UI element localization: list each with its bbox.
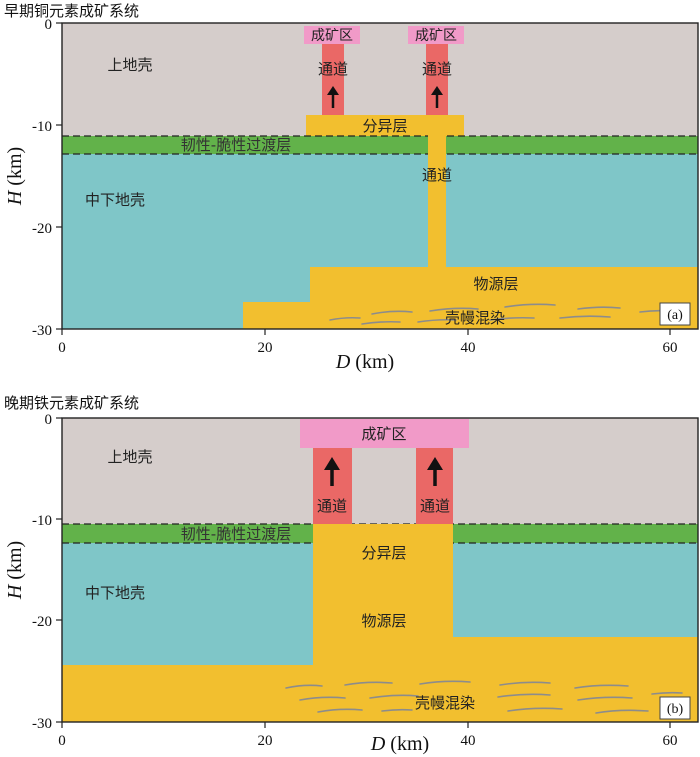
panel-a-xtick-0: 0 [58,340,66,356]
panel-b-x-axis-title: D (km) [370,733,429,755]
panel-b-arrow-right-icon [427,457,443,486]
panel-a-transition-label: 韧性-脆性过渡层 [181,136,291,154]
panel-b-ytick-3: -30 [32,716,52,732]
panel-a-source-layer [243,267,698,329]
panel-b-ore-zone [300,419,469,448]
panel-a-ytick-2: -20 [32,221,52,237]
panel-b-xtick-0: 0 [58,733,66,749]
panel-b-title: 晚期铁元素成矿系统 [4,394,139,412]
panel-b-transition-label: 韧性-脆性过渡层 [181,525,291,543]
panel-a-y-axis-title: H (km) [4,147,26,206]
panel-b-xtick-1: 20 [258,733,273,749]
panel-b-ore-zone-label: 成矿区 [361,425,406,443]
panel-a-channel-right-bar [426,42,448,115]
panel-b-tag: (b) [667,702,684,717]
panel-a-channel-middle-label: 通道 [422,166,452,184]
panel-a-channel-right-label: 通道 [422,60,452,78]
panel-b-ytick-2: -20 [32,614,52,630]
panel-a-frame [61,22,699,330]
panel-a-ticks [56,22,671,335]
panel-b-mid-lower-crust-label: 中下地壳 [85,584,145,602]
panel-a-differentiation-layer [306,115,464,136]
panel-a-arrow-left-icon [327,86,339,108]
panel-a-arrow-right-icon [431,86,443,108]
panel-b-y-axis-title: H (km) [4,541,26,600]
panel-a-ore-zone-right [408,26,464,44]
panel-a-tag: (a) [667,308,683,323]
panel-b-mixing-label: 壳幔混染 [415,694,475,712]
panel-a-ore-zone-left [304,26,360,44]
panel-b-mixing-strokes [285,680,683,714]
panel-a-ytick-1: -10 [32,119,52,135]
panel-a-xtick-3: 60 [663,340,678,356]
panel-a-xtick-1: 20 [258,340,273,356]
panel-a-x-axis-title: D (km) [335,351,394,373]
panel-a-middle-channel [428,134,446,270]
panel-b: 晚期铁元素成矿系统 [4,394,699,755]
panel-a-ytick-0: 0 [45,17,53,33]
panel-a-upper-crust-label: 上地壳 [107,56,152,74]
panel-a-ore-zone-right-label: 成矿区 [415,28,457,44]
panel-b-upper-crust-label: 上地壳 [107,448,152,466]
panel-b-ytick-0: 0 [45,412,53,428]
panel-b-frame [61,417,699,723]
panel-a-differentiation-label: 分异层 [362,117,407,135]
panel-a-source-layer-label: 物源层 [473,275,518,293]
panel-a-title: 早期铜元素成矿系统 [4,2,139,20]
panel-b-differentiation-label: 分异层 [361,544,406,562]
panel-b-source-layer-label: 物源层 [361,612,406,630]
panel-b-ticks [56,417,671,728]
panel-b-channel-right-label: 通道 [420,497,450,515]
panel-b-yellow-body [62,524,698,722]
panel-b-xtick-3: 60 [663,733,678,749]
panel-a-ytick-3: -30 [32,323,52,339]
panel-b-ytick-1: -10 [32,513,52,529]
panel-a-channel-left-bar [322,42,344,115]
panel-b-arrow-left-icon [324,457,340,486]
panel-a-channel-left-label: 通道 [318,60,348,78]
panel-a-mid-lower-crust-label: 中下地壳 [85,191,145,209]
panel-a-mixing-strokes [329,303,669,325]
panel-a-transition-layer [62,136,698,154]
panel-b-channel-left-label: 通道 [317,497,347,515]
panel-a-ore-zone-left-label: 成矿区 [311,28,353,44]
panel-a-mixing-label: 壳幔混染 [445,309,505,327]
panel-b-tag-box [659,696,691,720]
panel-a-xtick-2: 40 [461,340,476,356]
panel-b-xtick-2: 40 [461,733,476,749]
panel-a-tag-box [659,302,691,326]
panel-a: 早期铜元素成矿系统 [4,2,699,373]
